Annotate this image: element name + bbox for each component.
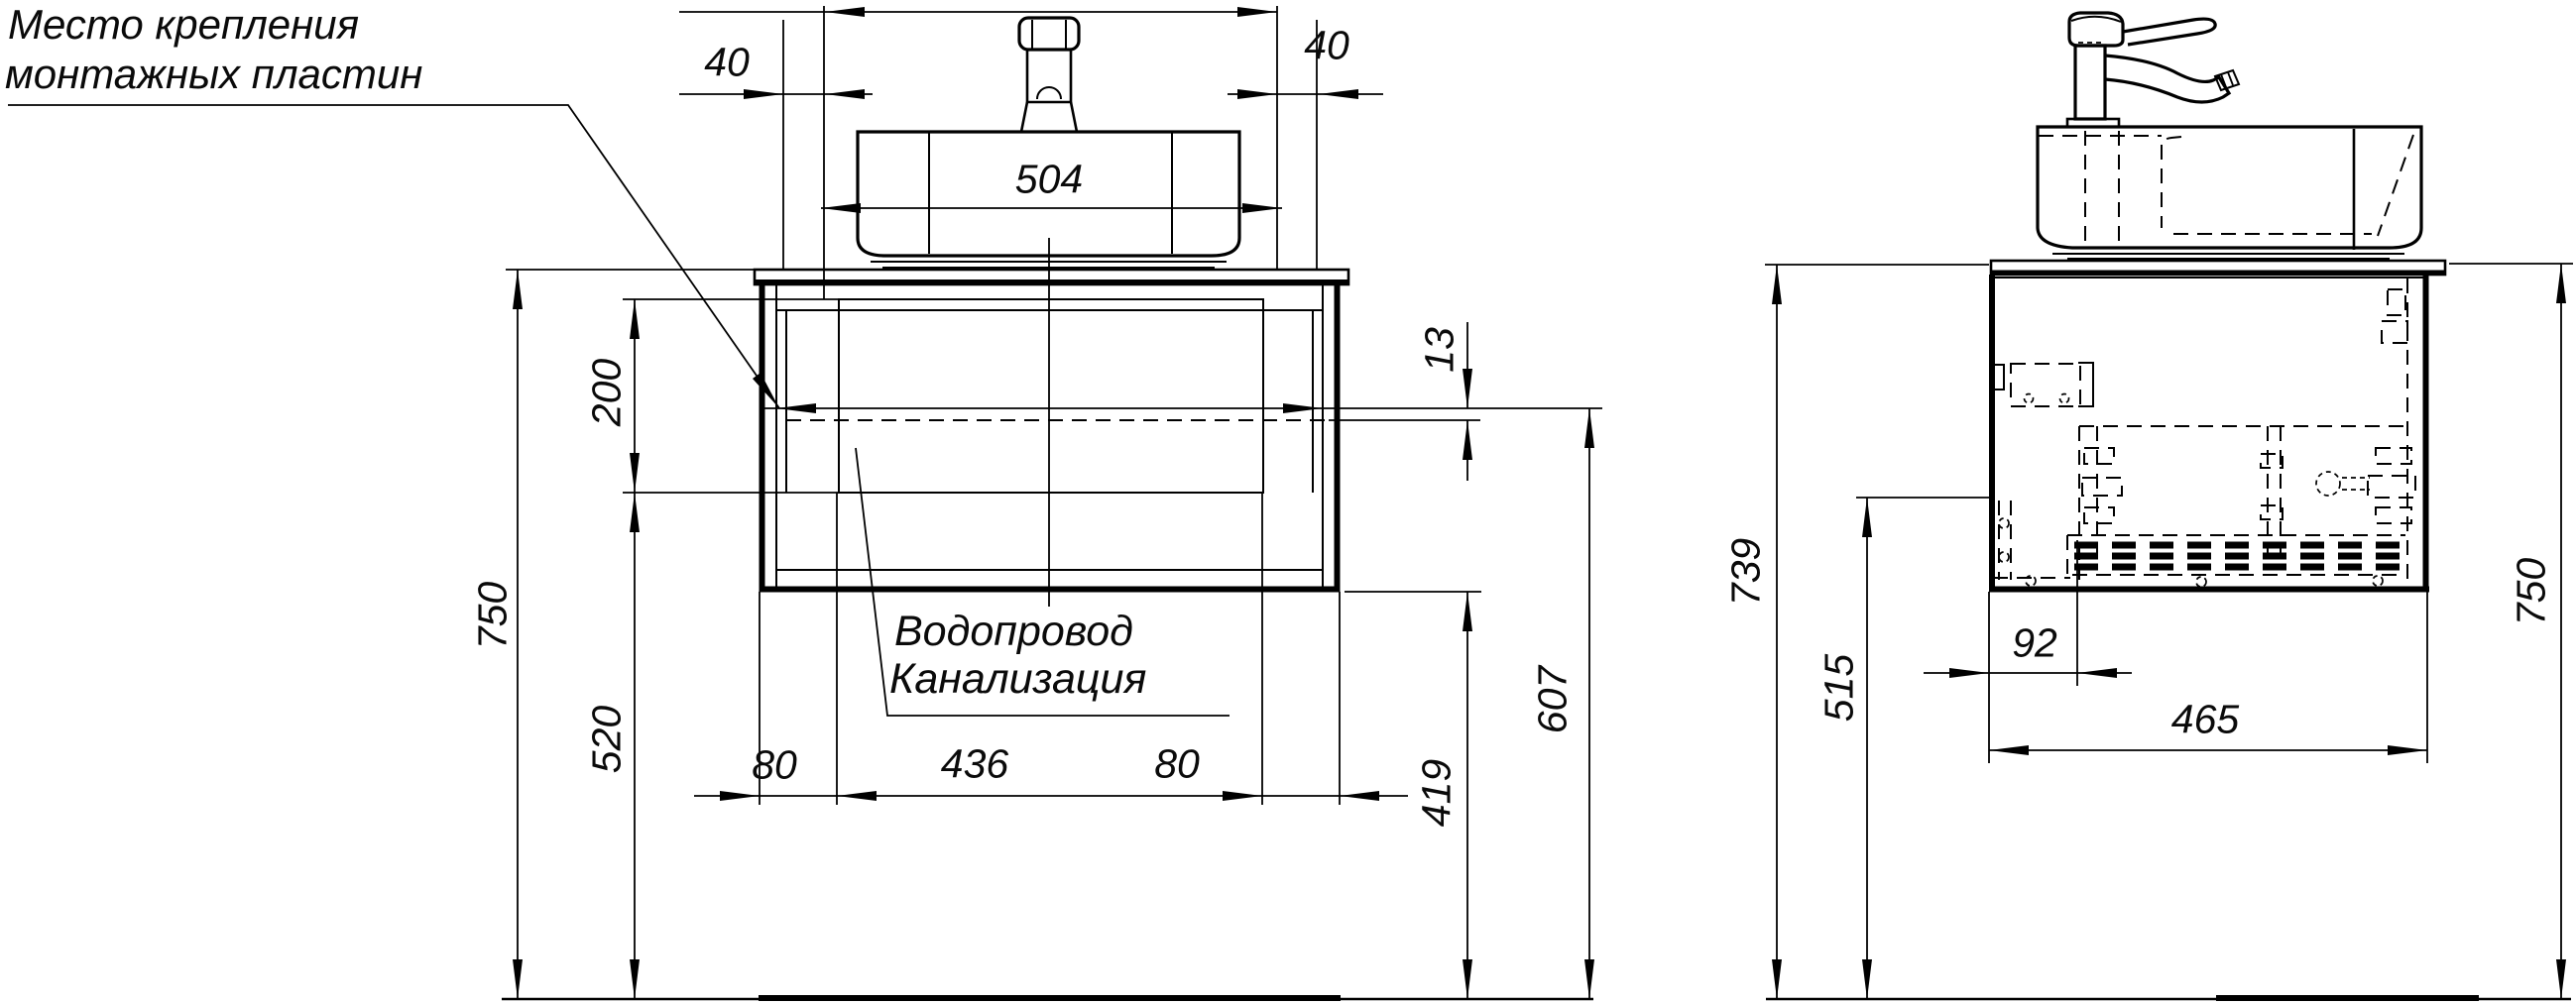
dim-label-plate-gap: 13 (1416, 327, 1463, 373)
pipe-leader-line (855, 447, 1229, 717)
front-view (753, 16, 1350, 717)
faucet-side (2065, 11, 2241, 129)
dimension-linework (8, 6, 2573, 1001)
dim-label-floor-to-plate: 607 (1529, 665, 1576, 734)
dim-label-sink-width: 504 (1014, 156, 1084, 202)
dim-label-floor-to-bottom: 419 (1413, 758, 1460, 828)
dim-label-opening-width: 436 (940, 740, 1009, 787)
faucet-front (1017, 16, 1081, 134)
cabinet-side (1989, 275, 2429, 593)
dim-label-margin-left: 80 (752, 741, 797, 788)
dim-label-side-515: 515 (1815, 653, 1862, 723)
callout-text-line1: Место крепления (8, 1, 360, 48)
side-view (1989, 11, 2447, 593)
dim-label-side-total: 750 (2508, 557, 2554, 626)
mounting-plate-hatch (838, 298, 1264, 494)
dim-label-offset-left: 40 (704, 39, 750, 85)
cabinet-hidden-lines (1989, 279, 2416, 588)
dim-label-under-plate: 520 (583, 705, 630, 774)
dim-label-back-offset: 92 (2012, 619, 2057, 666)
dim-label-offset-right: 40 (1304, 22, 1349, 68)
dim-label-margin-right: 80 (1154, 740, 1200, 787)
countertop-side (1989, 259, 2447, 277)
dim-label-depth: 465 (2170, 696, 2240, 742)
callout-text-line2: монтажных пластин (5, 51, 423, 97)
callout-leader-line (8, 104, 780, 409)
sink-side (2036, 125, 2423, 260)
dim-label-plate-height: 200 (583, 358, 630, 427)
dim-label-side-739: 739 (1722, 537, 1769, 607)
label-sewerage: Канализация (889, 655, 1147, 703)
countertop-front (753, 268, 1350, 286)
label-water-supply: Водопровод (894, 608, 1133, 655)
dim-label-total-height: 750 (469, 581, 516, 650)
